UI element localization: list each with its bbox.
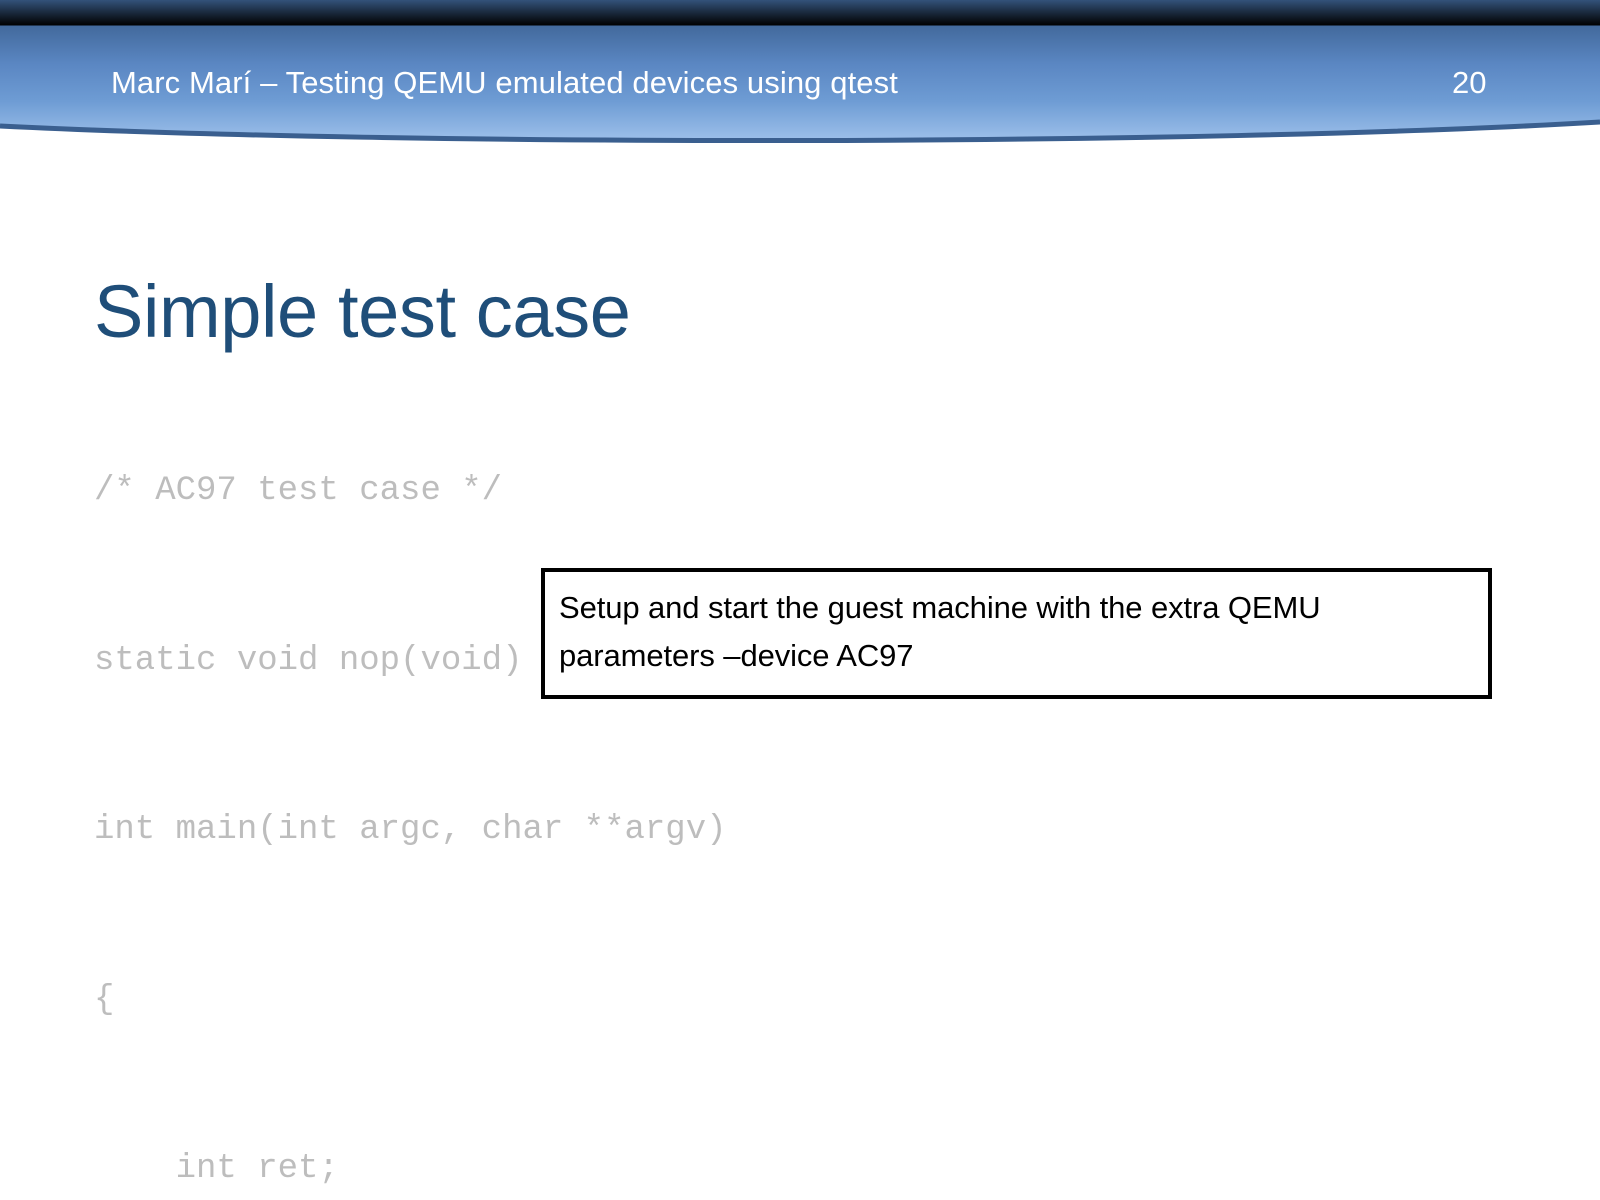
slide-page-number: 20: [1452, 65, 1487, 100]
header-banner: Marc Marí – Testing QEMU emulated device…: [0, 0, 1600, 145]
code-line: int main(int argc, char **argv): [94, 811, 727, 849]
code-line: int ret;: [94, 1150, 339, 1188]
code-listing: /* AC97 test case */ static void nop(voi…: [94, 350, 1494, 1200]
banner-shape-icon: [0, 0, 1600, 144]
annotation-callout-text: Setup and start the guest machine with t…: [559, 590, 1321, 673]
code-line: {: [94, 980, 115, 1019]
code-line: /* AC97 test case */: [94, 472, 503, 510]
presentation-subtitle: Marc Marí – Testing QEMU emulated device…: [111, 65, 898, 100]
annotation-callout-box: Setup and start the guest machine with t…: [541, 568, 1492, 699]
page-title: Simple test case: [94, 269, 631, 353]
